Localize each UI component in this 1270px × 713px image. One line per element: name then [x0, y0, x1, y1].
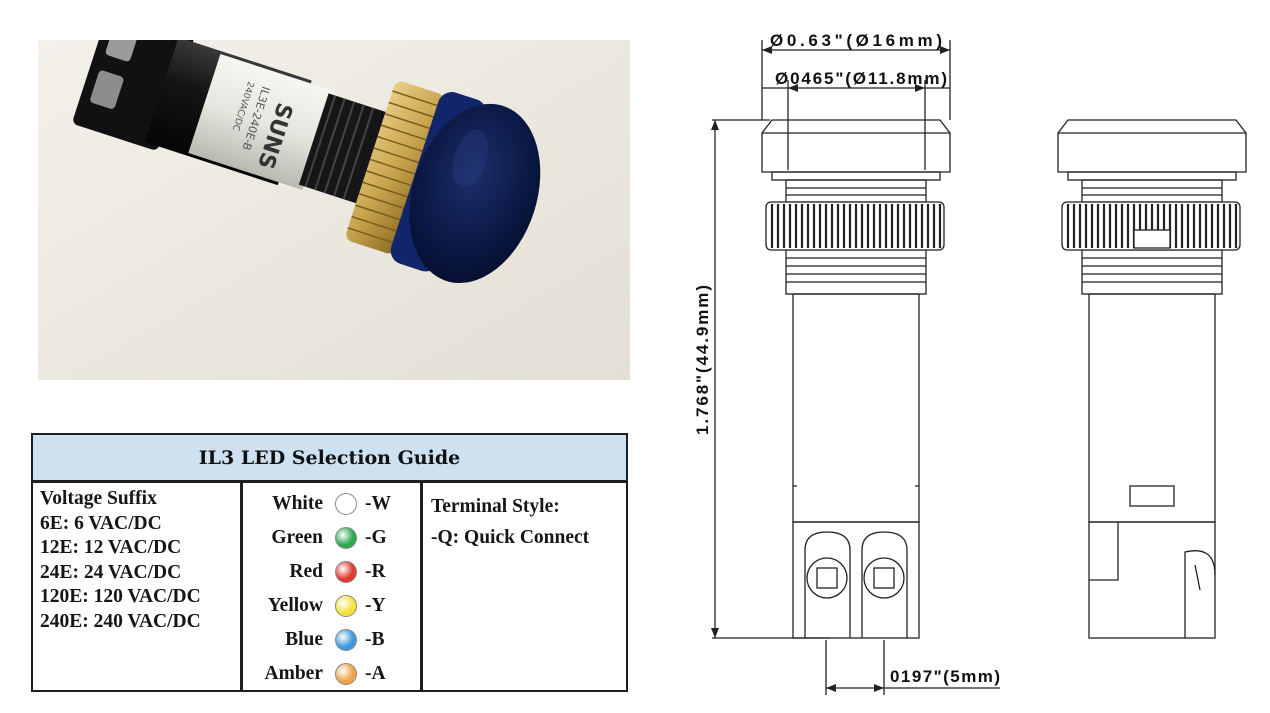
height-label: 1.768"(44.9mm)	[693, 285, 712, 435]
amber-dot-icon	[335, 663, 357, 685]
product-photo: SUNS IL3E-240E-B 240VAC/DC	[38, 40, 630, 380]
white-dot-icon	[335, 493, 357, 515]
color-name: Amber	[264, 663, 323, 684]
red-dot-icon	[335, 561, 357, 583]
voltage-column: Voltage Suffix 6E: 6 VAC/DC 12E: 12 VAC/…	[33, 483, 243, 690]
color-name: Yellow	[267, 595, 323, 616]
voltage-item: 6E: 6 VAC/DC	[40, 512, 162, 534]
color-suffix: -W	[365, 493, 391, 514]
color-suffix: -B	[365, 629, 385, 650]
color-row-red: Red -R	[243, 555, 420, 589]
selection-guide-table: IL3 LED Selection Guide Voltage Suffix 6…	[31, 433, 628, 692]
color-column: White -W Green -G Red -R Yellow -Y Blue	[243, 483, 423, 690]
voltage-item: 12E: 12 VAC/DC	[40, 537, 182, 558]
inner-diameter-label: Ø0465"(Ø11.8mm)	[775, 69, 947, 88]
blue-dot-icon	[335, 629, 357, 651]
outer-diameter-label: Ø0.63"(Ø16mm)	[770, 31, 942, 50]
yellow-dot-icon	[335, 595, 357, 617]
color-name: Blue	[285, 629, 323, 650]
color-row-blue: Blue -B	[243, 623, 420, 657]
color-name: Green	[271, 527, 323, 548]
color-suffix: -R	[365, 561, 386, 582]
color-suffix: -G	[365, 527, 387, 548]
color-suffix: -A	[365, 663, 386, 684]
terminal-option: -Q: Quick Connect	[431, 527, 590, 548]
guide-body: Voltage Suffix 6E: 6 VAC/DC 12E: 12 VAC/…	[33, 483, 626, 690]
pin-spacing-label: 0197"(5mm)	[890, 667, 1000, 686]
terminal-column: Terminal Style: -Q: Quick Connect	[423, 483, 626, 690]
guide-title: IL3 LED Selection Guide	[33, 435, 626, 483]
voltage-item: 120E: 120 VAC/DC	[40, 586, 201, 607]
color-name: Red	[289, 561, 323, 582]
color-row-white: White -W	[243, 487, 420, 521]
green-dot-icon	[335, 527, 357, 549]
color-row-yellow: Yellow -Y	[243, 589, 420, 623]
color-row-amber: Amber -A	[243, 657, 420, 691]
voltage-heading: Voltage Suffix	[40, 488, 157, 509]
terminal-heading: Terminal Style:	[431, 496, 560, 517]
color-row-green: Green -G	[243, 521, 420, 555]
color-suffix: -Y	[365, 595, 386, 616]
voltage-item: 24E: 24 VAC/DC	[40, 561, 182, 583]
voltage-item: 240E: 240 VAC/DC	[40, 610, 201, 632]
color-name: White	[272, 493, 323, 514]
